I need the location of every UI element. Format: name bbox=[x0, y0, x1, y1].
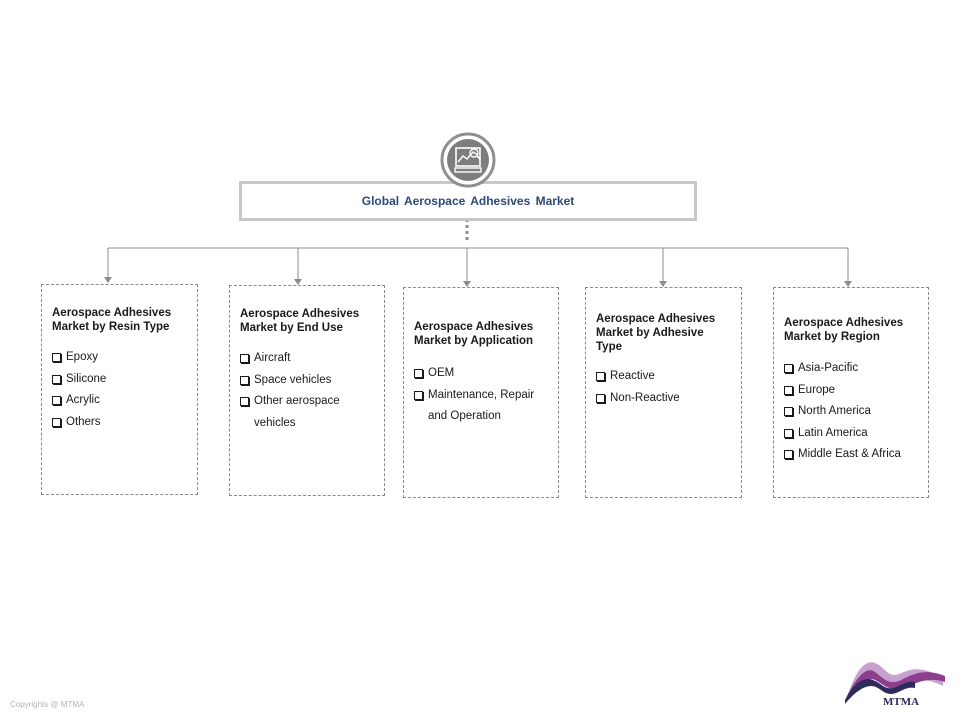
mtma-logo: MTMA bbox=[845, 662, 945, 708]
branch-connector-4 bbox=[659, 248, 667, 287]
checkbox-icon bbox=[596, 372, 605, 381]
checkbox-icon bbox=[784, 407, 793, 416]
logo-wave-mid bbox=[847, 670, 945, 696]
list-item: Epoxy bbox=[52, 347, 189, 369]
list-item-label: Europe bbox=[798, 383, 836, 396]
segment-box-region: Aerospace Adhesives Market by Region Asi… bbox=[773, 287, 929, 498]
checkbox-icon bbox=[784, 428, 793, 438]
list-item: Latin America bbox=[784, 423, 920, 445]
list-item-label: Others bbox=[66, 415, 101, 428]
segment-title-line: Market by Region bbox=[784, 331, 880, 343]
list-item-label: Acrylic bbox=[66, 394, 100, 406]
root-title: Global Aerospace Adhesives Market bbox=[361, 194, 575, 208]
list-item: Asia-Pacific bbox=[784, 358, 920, 380]
list-item-label: Reactive bbox=[610, 370, 655, 382]
list-item: Others bbox=[52, 412, 189, 434]
segment-title-line: Aerospace Adhesives bbox=[240, 308, 360, 320]
list-item: Non-Reactive bbox=[596, 388, 733, 410]
segment-list: Reactive Non-Reactive bbox=[596, 366, 733, 409]
list-item: Middle East & Africa bbox=[784, 444, 920, 466]
segment-title-line: Aerospace Adhesives bbox=[414, 321, 534, 333]
segment-title-line: Aerospace Adhesives bbox=[784, 317, 904, 329]
list-item: OEM bbox=[414, 363, 550, 385]
list-item-label: Middle East & Africa bbox=[798, 448, 901, 460]
list-item-label: OEM bbox=[428, 367, 455, 379]
segment-title: Aerospace Adhesives Market by End Use bbox=[240, 307, 376, 335]
segment-title-line: Type bbox=[596, 341, 622, 353]
segment-box-resin-type: Aerospace Adhesives Market by Resin Type… bbox=[41, 284, 198, 495]
list-item-label: Asia-Pacific bbox=[798, 362, 859, 374]
list-item: Space vehicles bbox=[240, 370, 376, 392]
checkbox-icon bbox=[52, 374, 61, 384]
segment-title-line: Market by Adhesive bbox=[596, 327, 704, 339]
list-item: Acrylic bbox=[52, 390, 189, 412]
list-item-label-continued: vehicles bbox=[254, 416, 296, 429]
list-item: Maintenance, Repair and Operation bbox=[414, 385, 550, 428]
segment-list: Epoxy Silicone Acrylic Others bbox=[52, 347, 189, 433]
list-item-label: Silicone bbox=[66, 372, 107, 385]
segment-box-end-use: Aerospace Adhesives Market by End Use Ai… bbox=[229, 285, 385, 496]
segment-title-line: Aerospace Adhesives bbox=[596, 313, 716, 325]
segment-title: Aerospace Adhesives Market by Region bbox=[784, 316, 920, 344]
list-item-label: Latin America bbox=[798, 426, 868, 439]
list-item: North America bbox=[784, 401, 920, 423]
list-item: Aircraft bbox=[240, 348, 376, 370]
market-analysis-icon bbox=[440, 132, 496, 188]
logo-wordmark: MTMA bbox=[883, 696, 919, 708]
list-item: Europe bbox=[784, 380, 920, 402]
checkbox-icon bbox=[784, 450, 793, 459]
list-item: Other aerospace vehicles bbox=[240, 391, 376, 434]
checkbox-icon bbox=[52, 353, 61, 362]
branch-connector-5 bbox=[844, 248, 852, 287]
list-item-label: North America bbox=[798, 405, 871, 417]
list-item-label: Maintenance, Repair bbox=[428, 388, 535, 401]
checkbox-icon bbox=[784, 364, 793, 373]
list-item-label: Epoxy bbox=[66, 351, 98, 363]
checkbox-icon bbox=[240, 397, 249, 406]
segment-list: Aircraft Space vehicles Other aerospace v… bbox=[240, 348, 376, 434]
list-item-label: Non-Reactive bbox=[610, 391, 680, 404]
checkbox-icon bbox=[596, 393, 605, 403]
list-item-label: Other aerospace bbox=[254, 395, 340, 407]
list-item-label: Aircraft bbox=[254, 352, 291, 364]
branch-connector-1 bbox=[104, 248, 112, 283]
segment-title: Aerospace Adhesives Market by Applicatio… bbox=[414, 320, 550, 348]
branch-connector-3 bbox=[463, 248, 471, 287]
checkbox-icon bbox=[784, 385, 793, 395]
checkbox-icon bbox=[52, 396, 61, 405]
segment-title: Aerospace Adhesives Market by Adhesive T… bbox=[596, 312, 733, 354]
logo-wave-light bbox=[849, 662, 943, 692]
segment-title-line: Market by Resin Type bbox=[52, 321, 170, 333]
checkbox-icon bbox=[52, 417, 61, 427]
segment-title-line: Market by End Use bbox=[240, 322, 343, 334]
segment-box-adhesive-type: Aerospace Adhesives Market by Adhesive T… bbox=[585, 287, 742, 498]
checkbox-icon bbox=[240, 354, 249, 363]
list-item-label: Space vehicles bbox=[254, 373, 332, 386]
list-item-label-continued: and Operation bbox=[428, 410, 501, 422]
logo-wave-dark bbox=[845, 678, 915, 704]
segment-box-application: Aerospace Adhesives Market by Applicatio… bbox=[403, 287, 559, 498]
segment-title-line: Market by Application bbox=[414, 335, 534, 347]
segment-title-line: Aerospace Adhesives bbox=[52, 307, 172, 319]
segment-list: Asia-Pacific Europe North America Latin … bbox=[784, 358, 920, 466]
copyright-text: Copyrights @ MTMA bbox=[10, 700, 85, 709]
list-item: Silicone bbox=[52, 369, 189, 391]
list-item: Reactive bbox=[596, 366, 733, 388]
checkbox-icon bbox=[414, 369, 423, 378]
checkbox-icon bbox=[414, 390, 423, 400]
segment-title: Aerospace Adhesives Market by Resin Type bbox=[52, 306, 189, 334]
checkbox-icon bbox=[240, 375, 249, 385]
segment-list: OEM Maintenance, Repair and Operation bbox=[414, 363, 550, 428]
branch-connector-2 bbox=[294, 248, 302, 285]
